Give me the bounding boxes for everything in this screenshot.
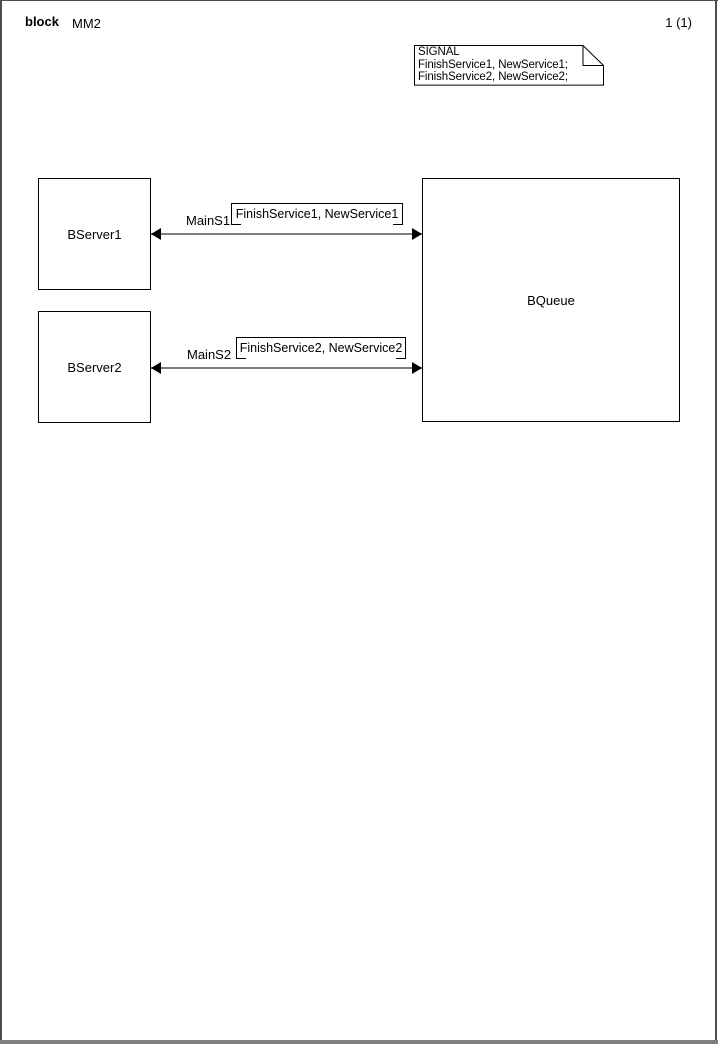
channel-mains2-signal-list-text: FinishService2, NewService2 [239, 341, 403, 355]
bracket-notch [237, 358, 246, 359]
bracket-notch [396, 358, 405, 359]
channel-mains1-name: MainS1 [186, 213, 231, 228]
page-border-top [0, 0, 718, 1]
bracket-notch [393, 224, 402, 225]
block-bserver1[interactable]: BServer1 [38, 178, 151, 290]
signal-line-1: FinishService1, NewService1; [418, 58, 568, 71]
bracket-notch [232, 224, 241, 225]
channel-mains1-signal-list-text: FinishService1, NewService1 [235, 207, 399, 221]
page-border-bottom [0, 1040, 718, 1044]
block-bserver2[interactable]: BServer2 [38, 311, 151, 423]
page-border-left [0, 0, 2, 1044]
channel-mains2-name: MainS2 [187, 347, 232, 362]
channel-mains1-line[interactable] [151, 233, 422, 235]
block-bqueue-label: BQueue [527, 292, 575, 308]
block-bserver1-label: BServer1 [67, 226, 122, 242]
channel-mains1-signal-list[interactable]: FinishService1, NewService1 [231, 203, 403, 225]
channel-mains2-signal-list[interactable]: FinishService2, NewService2 [236, 337, 406, 359]
signal-declaration-note[interactable]: SIGNAL FinishService1, NewService1; Fini… [414, 45, 605, 86]
signal-keyword: SIGNAL [418, 46, 460, 58]
channel-mains2-line[interactable] [151, 367, 422, 369]
channel-mains1-arrowhead-right-icon [412, 228, 422, 240]
diagram-kind-label: block [25, 14, 59, 29]
page-number: 1 (1) [665, 15, 692, 30]
block-bqueue[interactable]: BQueue [422, 178, 680, 422]
channel-mains2-arrowhead-right-icon [412, 362, 422, 374]
block-bserver2-label: BServer2 [67, 359, 122, 375]
note-outline-icon [414, 45, 604, 86]
signal-line-2: FinishService2, NewService2; [418, 71, 568, 84]
page-border-right [715, 0, 717, 1044]
channel-mains2-arrowhead-left-icon [151, 362, 161, 374]
signal-declaration-text: SIGNAL FinishService1, NewService1; Fini… [418, 46, 568, 84]
channel-mains1-arrowhead-left-icon [151, 228, 161, 240]
diagram-name: MM2 [72, 16, 101, 31]
